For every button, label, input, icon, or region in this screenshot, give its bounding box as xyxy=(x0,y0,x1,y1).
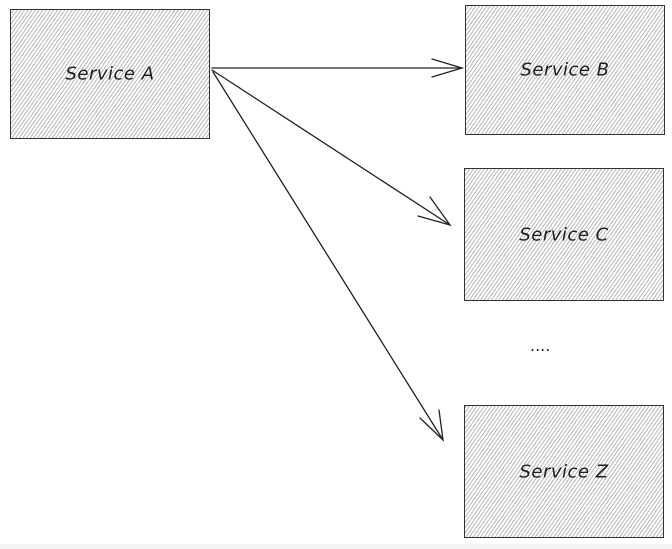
service-c-node[interactable]: Service C xyxy=(464,168,664,301)
arrow-a-to-c[interactable] xyxy=(211,69,452,227)
arrow-a-to-z[interactable] xyxy=(212,71,444,442)
ellipsis-text: .... xyxy=(530,336,551,355)
service-b-label: Service B xyxy=(520,59,610,81)
canvas-bottom-edge xyxy=(0,544,672,549)
service-a-label: Service A xyxy=(65,63,155,85)
service-a-node[interactable]: Service A xyxy=(10,9,210,139)
service-z-label: Service Z xyxy=(519,461,609,482)
service-z-node[interactable]: Service Z xyxy=(464,405,664,538)
arrow-a-to-b[interactable] xyxy=(211,58,465,78)
service-c-label: Service C xyxy=(519,224,609,245)
service-b-node[interactable]: Service B xyxy=(465,5,665,135)
